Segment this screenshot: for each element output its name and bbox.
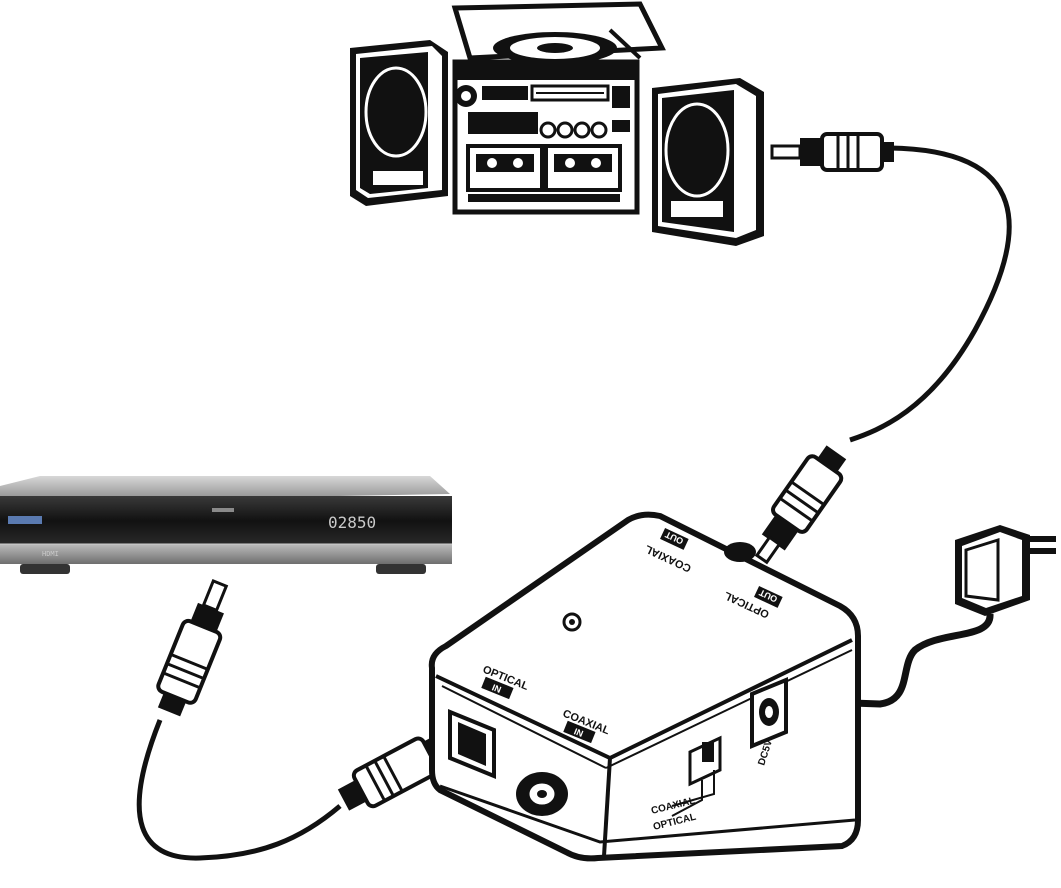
- turntable-lid: [451, 1, 666, 64]
- tag-front-coaxial: IN: [573, 726, 585, 739]
- bluray-display: 02850: [328, 513, 376, 532]
- top-coaxial-jack: [724, 542, 756, 562]
- right-speaker: [652, 78, 764, 246]
- coaxial-input-port: [516, 772, 568, 816]
- rca-plug-converter-out: [754, 445, 847, 565]
- rca-plug-bluray: [156, 579, 229, 717]
- optical-input-port: [448, 709, 496, 779]
- tag-front-optical: IN: [491, 682, 503, 695]
- stereo-main-unit: [452, 59, 640, 215]
- bluray-coaxial-cable: [136, 579, 474, 861]
- bluray-hdmi-badge: HDMI: [42, 550, 59, 558]
- rca-plug-top: [770, 132, 894, 172]
- left-speaker: [350, 40, 448, 206]
- bluray-player: 02850 HDMI: [0, 476, 452, 574]
- input-selector-switch: [671, 735, 722, 817]
- stereo-system: [350, 1, 764, 246]
- stereo-coaxial-cable: [754, 132, 1012, 565]
- dc-power-port: [750, 677, 788, 749]
- audio-converter: COAXIAL OUT OPTICAL OUT OPTICAL IN COAXI…: [428, 511, 861, 862]
- power-adapter: [800, 525, 1056, 708]
